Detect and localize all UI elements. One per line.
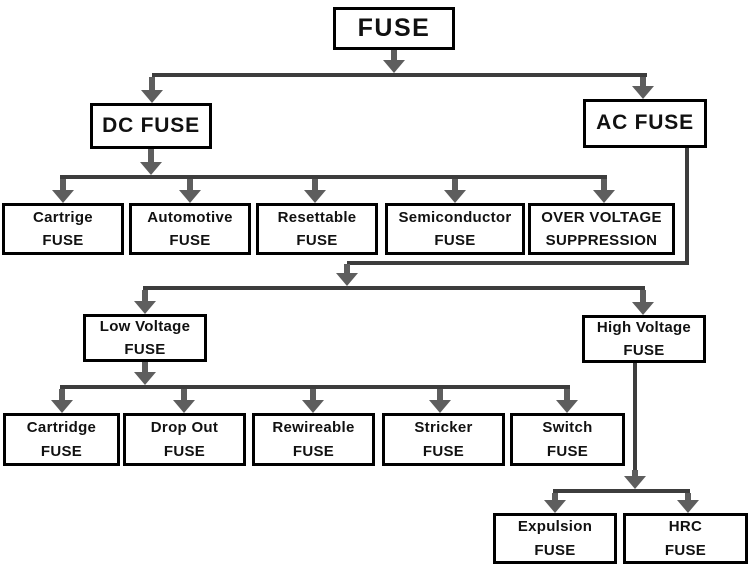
node-resettable-fuse: Resettable FUSE — [256, 203, 378, 255]
node-label: Stricker — [414, 419, 473, 437]
node-label: Expulsion — [517, 518, 593, 536]
node-label: OVER VOLTAGE — [541, 208, 662, 226]
node-expulsion-fuse: Expulsion FUSE — [493, 513, 617, 564]
arrow-to-low-voltage-icon — [134, 290, 156, 314]
node-over-voltage-suppression: OVER VOLTAGE SUPPRESSION — [528, 203, 675, 255]
node-label: Rewireable — [272, 419, 355, 437]
node-label: SUPPRESSION — [545, 232, 658, 249]
node-cartridge-fuse: Cartridge FUSE — [3, 413, 120, 466]
node-automotive-fuse: Automotive FUSE — [129, 203, 251, 255]
node-ac-fuse: AC FUSE — [583, 99, 707, 148]
node-label: FUSE — [124, 341, 166, 358]
node-label: Semiconductor — [398, 208, 512, 226]
arrow-to-resettable-icon — [304, 179, 326, 203]
arrow-to-cartrige-icon — [52, 179, 74, 203]
arrow-from-high-voltage-icon — [624, 470, 646, 489]
node-label: FUSE — [169, 232, 211, 249]
arrow-to-expulsion-icon — [544, 493, 566, 513]
arrow-to-stricker-icon — [429, 389, 451, 413]
node-label: Drop Out — [150, 419, 219, 437]
node-drop-out-fuse: Drop Out FUSE — [123, 413, 246, 466]
arrow-to-ac-fuse-icon — [632, 77, 654, 99]
arrow-to-overvoltage-icon — [593, 179, 615, 203]
node-label: FUSE — [534, 541, 576, 559]
arrow-to-dc-fuse-icon — [141, 77, 163, 103]
edge-dc-children-line — [60, 175, 607, 179]
node-label: FUSE — [163, 442, 206, 460]
arrow-to-drop-out-icon — [173, 389, 195, 413]
node-label: Low Voltage — [99, 317, 191, 335]
edge-lv-children-line — [60, 385, 570, 389]
edge-ac-split-line — [143, 286, 645, 290]
arrow-from-dc-fuse-icon — [140, 149, 162, 175]
node-label: DC FUSE — [102, 113, 200, 137]
node-switch-fuse: Switch FUSE — [510, 413, 625, 466]
arrow-to-semiconductor-icon — [444, 179, 466, 203]
edge-root-split-line — [152, 73, 647, 77]
node-low-voltage-fuse: Low Voltage FUSE — [83, 314, 207, 362]
edge-hv-vertical-line — [633, 363, 637, 475]
node-label: Cartrige — [33, 208, 93, 226]
node-label: FUSE — [434, 232, 476, 249]
arrow-from-ac-elbow-icon — [336, 264, 358, 286]
node-label: FUSE — [546, 442, 589, 460]
edge-ac-elbow-line — [347, 261, 689, 265]
node-label: High Voltage — [596, 318, 692, 336]
node-label: FUSE — [40, 442, 83, 460]
node-label: Cartridge — [26, 419, 97, 437]
node-stricker-fuse: Stricker FUSE — [382, 413, 505, 466]
arrow-to-high-voltage-icon — [632, 290, 654, 315]
arrow-from-low-voltage-icon — [134, 362, 156, 385]
node-hrc-fuse: HRC FUSE — [623, 513, 748, 564]
edge-ac-vertical-line — [685, 148, 689, 265]
arrow-from-root-icon — [383, 50, 405, 73]
node-label: Resettable — [277, 208, 357, 226]
node-label: FUSE — [623, 342, 665, 359]
node-label: FUSE — [292, 442, 335, 460]
node-label: FUSE — [357, 14, 431, 43]
node-label: Switch — [542, 419, 593, 437]
node-label: FUSE — [422, 442, 465, 460]
edge-hv-split-line — [553, 489, 690, 493]
node-rewireable-fuse: Rewireable FUSE — [252, 413, 375, 466]
node-label: AC FUSE — [596, 111, 694, 135]
arrow-to-cartridge-icon — [51, 389, 73, 413]
arrow-to-hrc-icon — [677, 493, 699, 513]
arrow-to-rewireable-icon — [302, 389, 324, 413]
node-label: HRC — [668, 518, 703, 536]
node-label: Automotive — [147, 208, 233, 226]
node-semiconductor-fuse: Semiconductor FUSE — [385, 203, 525, 255]
node-label: FUSE — [42, 232, 84, 249]
node-label: FUSE — [296, 232, 338, 249]
arrow-to-switch-icon — [556, 389, 578, 413]
node-fuse: FUSE — [333, 7, 455, 50]
node-high-voltage-fuse: High Voltage FUSE — [582, 315, 706, 363]
node-cartrige-fuse: Cartrige FUSE — [2, 203, 124, 255]
arrow-to-automotive-icon — [179, 179, 201, 203]
node-label: FUSE — [664, 541, 707, 559]
node-dc-fuse: DC FUSE — [90, 103, 212, 149]
